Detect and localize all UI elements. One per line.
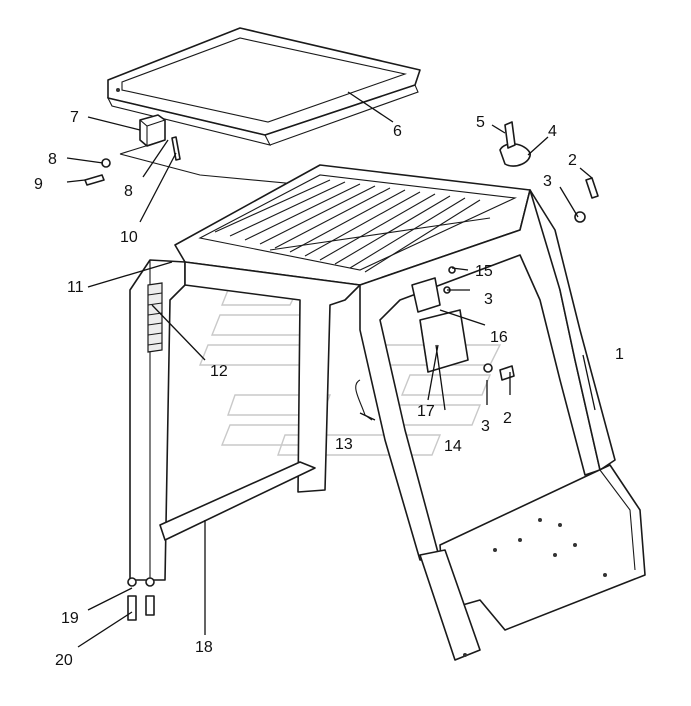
callout-4: 4 [548, 123, 557, 140]
leader-lines [66, 91, 596, 648]
roof-slats [214, 179, 491, 273]
callout-8a: 8 [48, 151, 57, 168]
callout-8b: 8 [124, 183, 133, 200]
callout-15: 15 [475, 263, 493, 280]
mounting-plate-holes [463, 518, 607, 657]
callout-1: 1 [615, 346, 624, 363]
callout-10: 10 [120, 229, 138, 246]
callout-6: 6 [393, 123, 402, 140]
callout-11: 11 [67, 279, 84, 296]
callout-3c: 3 [481, 418, 490, 435]
callout-14: 14 [444, 438, 462, 455]
callout-9: 9 [34, 176, 43, 193]
callout-2a: 2 [568, 152, 577, 169]
mirror-bracket-hardware [499, 121, 599, 223]
wire-hook [355, 379, 373, 421]
callout-5: 5 [476, 114, 485, 131]
callout-20: 20 [55, 652, 73, 669]
rops-frame [129, 164, 646, 661]
callout-16: 16 [490, 329, 508, 346]
side-bracket-assembly [411, 266, 515, 381]
callout-18: 18 [195, 639, 213, 656]
callout-3a: 3 [543, 173, 552, 190]
roof-cover-panel [106, 27, 421, 146]
callout-19: 19 [61, 610, 79, 627]
callout-3b: 3 [484, 291, 493, 308]
callout-7: 7 [70, 109, 79, 126]
callout-12: 12 [210, 363, 228, 380]
callout-17: 17 [417, 403, 435, 420]
vent-grille [147, 282, 163, 353]
callout-2b: 2 [503, 410, 512, 427]
foot-bolts [127, 577, 155, 621]
callout-13: 13 [335, 436, 353, 453]
callout-labels: 1 2 2 3 3 3 4 5 6 7 8 8 9 10 11 12 13 14… [34, 109, 624, 669]
